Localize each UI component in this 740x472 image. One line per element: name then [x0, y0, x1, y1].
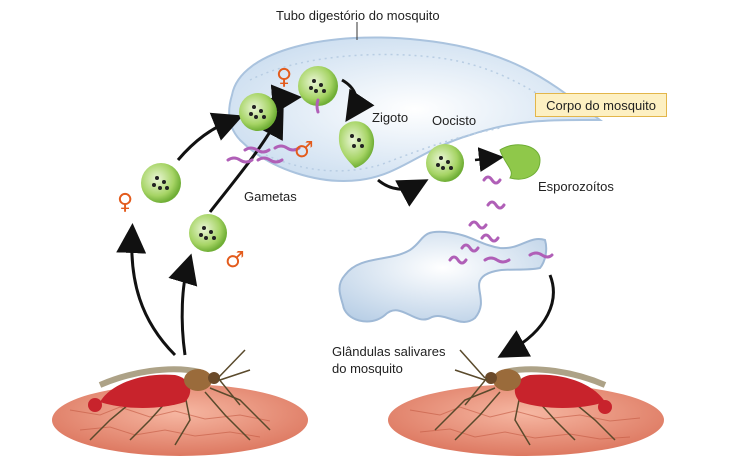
- female-symbol-1: ♀: [117, 190, 134, 215]
- mosquito-left: [88, 349, 271, 446]
- oocyst-burst: [499, 144, 541, 180]
- male-symbol-1: ♂: [225, 248, 245, 273]
- male-symbol-2: ♂: [294, 138, 314, 163]
- label-zygote: Zigoto: [372, 110, 409, 125]
- gamete-cell-female-gut: [239, 93, 277, 131]
- mosquito-right: [434, 349, 616, 446]
- label-mosquito-body: Corpo do mosquito: [535, 93, 667, 117]
- lifecycle-arrows: [116, 78, 555, 358]
- parasite-cells: [141, 66, 541, 252]
- label-oocyst: Oocisto: [432, 113, 477, 128]
- cell-nuclei: [152, 79, 453, 240]
- label-sporozoites: Esporozoítos: [538, 179, 614, 194]
- salivary-gland: [338, 230, 548, 323]
- gamete-cell-male-blood: [189, 214, 227, 252]
- gamete-cell-gut-2: [298, 66, 338, 106]
- purple-parasites: [226, 98, 554, 265]
- label-gametes: Gametas: [244, 189, 297, 204]
- label-gut-tube: Tubo digestório do mosquito: [276, 8, 440, 23]
- label-salivary-glands: Glândulas salivares do mosquito: [332, 344, 446, 376]
- oocyst-cell: [426, 144, 464, 182]
- zygote-cell: [338, 121, 375, 168]
- female-symbol-2: ♀: [276, 65, 293, 90]
- gamete-cell-female-blood: [141, 163, 181, 203]
